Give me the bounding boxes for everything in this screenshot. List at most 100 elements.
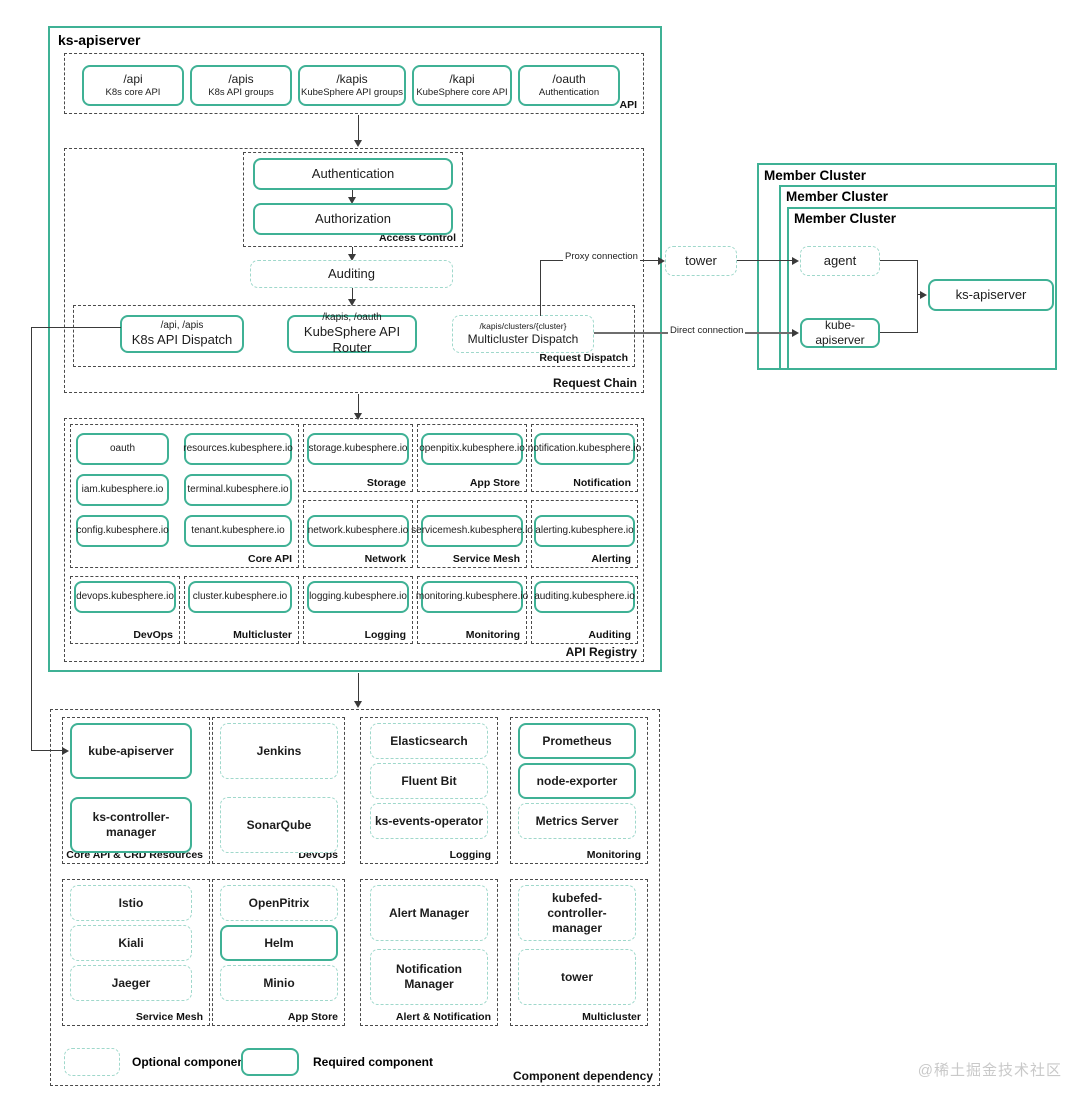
api-endpoint-path: /kapi [449, 72, 475, 87]
watermark: @稀土掘金技术社区 [917, 1062, 1062, 1079]
component-istio[interactable]: Istio [70, 885, 192, 921]
component-group-label: Service Mesh [134, 1011, 204, 1023]
registry-item-resources[interactable]: resources.kubesphere.io [183, 433, 293, 465]
component-kiali[interactable]: Kiali [70, 925, 192, 961]
component-metrics-server[interactable]: Metrics Server [518, 803, 636, 839]
registry-group-label: Network [363, 553, 407, 565]
registry-item-oauth[interactable]: oauth [76, 433, 169, 465]
component-label: Minio [263, 975, 295, 990]
registry-item-auditing[interactable]: auditing.kubesphere.io [534, 581, 635, 613]
registry-group-label: Monitoring [464, 629, 521, 641]
component-jaeger[interactable]: Jaeger [70, 965, 192, 1001]
component-notification-manager[interactable]: Notification Manager [370, 949, 488, 1005]
component-group-alert-notification: Alert & Notification [360, 879, 498, 1026]
connector-tower-to-agent [737, 260, 793, 262]
multicluster-dispatch-node[interactable]: /kapis/clusters/{cluster} Multicluster D… [452, 315, 594, 353]
component-ks-controller-manager[interactable]: ks-controller-manager [70, 797, 192, 853]
component-dependency-label: Component dependency [511, 1069, 654, 1083]
registry-item-devops[interactable]: devops.kubesphere.io [74, 581, 176, 613]
authentication-node[interactable]: Authentication [253, 158, 453, 190]
component-group-label: Monitoring [585, 849, 642, 861]
registry-item-notification[interactable]: notification.kubesphere.io [528, 433, 641, 465]
api-registry-group: API Registry [64, 418, 644, 662]
component-label: Prometheus [542, 733, 612, 748]
agent-node[interactable]: agent [800, 246, 880, 276]
registry-group-label: Alerting [590, 553, 632, 565]
component-group-logging: Logging [360, 717, 498, 864]
connector-access-to-auditing [352, 247, 354, 256]
registry-item-monitoring[interactable]: monitoring.kubesphere.io [416, 581, 528, 613]
registry-item-network[interactable]: network.kubesphere.io [307, 515, 409, 547]
registry-item-label: devops.kubesphere.io [76, 590, 174, 602]
component-alert-manager[interactable]: Alert Manager [370, 885, 488, 941]
direct-connection-label: Direct connection [668, 325, 746, 336]
component-prometheus[interactable]: Prometheus [518, 723, 636, 759]
registry-item-servicemesh[interactable]: servicemesh.kubesphere.io [411, 515, 533, 547]
arrow-right-icon [920, 290, 927, 299]
component-label: kube-apiserver [88, 743, 174, 758]
registry-item-config[interactable]: config.kubesphere.io [76, 515, 169, 547]
api-endpoint-api[interactable]: /api K8s core API [82, 65, 184, 106]
registry-group-network: Network [303, 500, 413, 568]
api-endpoint-kapi[interactable]: /kapi KubeSphere core API [412, 65, 512, 106]
component-minio[interactable]: Minio [220, 965, 338, 1001]
connector-kubeapiserver-out [880, 332, 918, 334]
request-dispatch-label: Request Dispatch [538, 352, 629, 364]
component-fluent-bit[interactable]: Fluent Bit [370, 763, 488, 799]
connector-registry-to-components [358, 673, 360, 703]
component-kubefed-controller-manager[interactable]: kubefed-controller-manager [518, 885, 636, 941]
component-elasticsearch[interactable]: Elasticsearch [370, 723, 488, 759]
registry-group-app-store: App Store [417, 424, 527, 492]
member-cluster-title: Member Cluster [764, 168, 867, 183]
registry-item-tenant[interactable]: tenant.kubesphere.io [184, 515, 292, 547]
request-chain-group: Request Chain [64, 148, 644, 393]
proxy-connection-label: Proxy connection [563, 251, 640, 262]
connector-auditing-to-dispatch [352, 288, 354, 300]
authorization-node[interactable]: Authorization [253, 203, 453, 235]
registry-item-alerting[interactable]: alerting.kubesphere.io [534, 515, 635, 547]
registry-group-label: App Store [468, 477, 521, 489]
connector-agent-out [880, 260, 918, 262]
component-openpitrix[interactable]: OpenPitrix [220, 885, 338, 921]
component-label: Notification Manager [396, 962, 462, 991]
connector-auth-to-authz [352, 190, 354, 199]
k8s-api-dispatch-node[interactable]: /api, /apis K8s API Dispatch [120, 315, 244, 353]
member-kube-apiserver-node[interactable]: kube-apiserver [800, 318, 880, 348]
component-tower[interactable]: tower [518, 949, 636, 1005]
api-endpoint-apis[interactable]: /apis K8s API groups [190, 65, 292, 106]
registry-item-label: notification.kubesphere.io [527, 442, 642, 454]
registry-group-label: DevOps [132, 629, 174, 641]
api-endpoint-oauth[interactable]: /oauth Authentication [518, 65, 620, 106]
api-endpoint-kapis[interactable]: /kapis KubeSphere API groups [298, 65, 406, 106]
kubesphere-api-router-node[interactable]: /kapis, /oauth KubeSphere API Router [287, 312, 417, 355]
registry-group-label: Storage [365, 477, 407, 489]
registry-group-label: Multicluster [232, 629, 293, 641]
component-ks-events-operator[interactable]: ks-events-operator [370, 803, 488, 839]
registry-item-storage[interactable]: storage.kubesphere.io [307, 433, 409, 465]
auditing-node[interactable]: Auditing [250, 260, 453, 288]
component-sonarqube[interactable]: SonarQube [220, 797, 338, 853]
registry-item-cluster[interactable]: cluster.kubesphere.io [188, 581, 292, 613]
arrow-down-icon [347, 254, 356, 261]
registry-item-logging[interactable]: logging.kubesphere.io [307, 581, 409, 613]
registry-group-service-mesh: Service Mesh [417, 500, 527, 568]
component-label: kubefed-controller-manager [547, 890, 607, 935]
component-jenkins[interactable]: Jenkins [220, 723, 338, 779]
api-endpoint-path: /api [123, 72, 143, 87]
tower-node[interactable]: tower [665, 246, 737, 276]
component-helm[interactable]: Helm [220, 925, 338, 961]
authorization-label: Authorization [315, 210, 391, 226]
registry-item-label: config.kubesphere.io [76, 524, 169, 536]
arrow-down-icon [347, 197, 356, 204]
component-kube-apiserver[interactable]: kube-apiserver [70, 723, 192, 779]
component-label: Fluent Bit [401, 773, 457, 788]
component-node-exporter[interactable]: node-exporter [518, 763, 636, 799]
dispatch-name: K8s API Dispatch [131, 332, 233, 348]
component-label: tower [560, 969, 593, 984]
registry-item-openpitrix[interactable]: openpitix.kubesphere.io [419, 433, 525, 465]
registry-item-iam[interactable]: iam.kubesphere.io [76, 474, 169, 506]
component-label: Helm [264, 935, 294, 950]
connector-agent-down [917, 260, 919, 333]
member-ks-apiserver-node[interactable]: ks-apiserver [928, 279, 1054, 311]
registry-item-terminal[interactable]: terminal.kubesphere.io [184, 474, 292, 506]
